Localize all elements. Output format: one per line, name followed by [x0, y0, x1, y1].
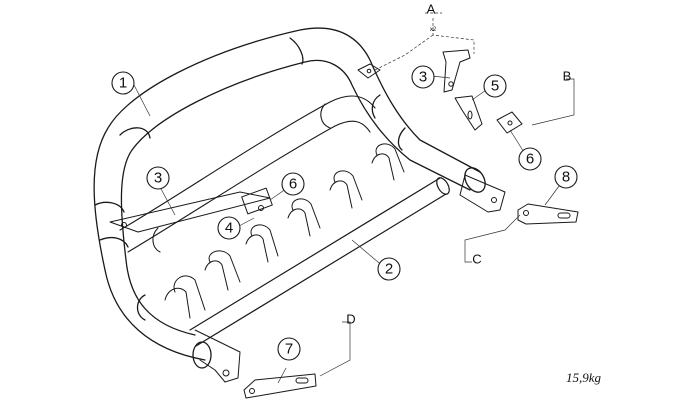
bent-fingers: [164, 143, 405, 319]
callout-3-frame: 3: [146, 166, 170, 190]
detail-a-label: A: [427, 2, 436, 17]
finger: [371, 143, 405, 181]
callout-5-label: 5: [491, 78, 499, 95]
detail-c-label: C: [472, 252, 481, 267]
detail-a-brackets: [442, 49, 523, 134]
crossbar: [189, 177, 450, 347]
callout-3-detail-a-label: 3: [419, 69, 427, 86]
weight-label: 15,9kg: [566, 370, 602, 385]
callout-2-label: 2: [385, 261, 393, 278]
callout-1-label: 1: [119, 75, 127, 92]
callout-6-frame: 6: [281, 172, 305, 196]
callout-1: 1: [111, 71, 135, 95]
plate-part-7: [243, 373, 317, 399]
callout-7-label: 7: [285, 341, 293, 358]
callout-4: 4: [217, 216, 241, 240]
detail-a-quantity: x2: [430, 27, 437, 33]
inner-tube: [119, 95, 376, 253]
callout-7: 7: [277, 337, 301, 361]
callout-6-frame-label: 6: [289, 176, 297, 193]
callout-8-label: 8: [562, 169, 570, 186]
detail-d-label: D: [346, 312, 355, 327]
callout-4-label: 4: [225, 220, 233, 237]
callout-3-detail-a: 3: [411, 65, 435, 89]
callout-3-frame-label: 3: [154, 170, 162, 187]
finger: [204, 250, 241, 291]
strap-bracket: [109, 187, 273, 233]
callout-6-detail-b: 6: [518, 147, 542, 171]
finger: [287, 198, 321, 237]
callout-5: 5: [483, 74, 507, 98]
finger: [164, 275, 206, 319]
finger: [245, 224, 279, 263]
finger: [329, 170, 363, 209]
callout-8: 8: [554, 165, 578, 189]
detail-b-label: B: [563, 69, 572, 84]
callout-2: 2: [377, 257, 401, 281]
callout-6-detail-b-label: 6: [526, 151, 534, 168]
leader-lines: [132, 12, 575, 384]
end-mount-plates: [194, 174, 506, 383]
top-tab: [357, 63, 381, 79]
plate-part-8: [517, 203, 579, 225]
